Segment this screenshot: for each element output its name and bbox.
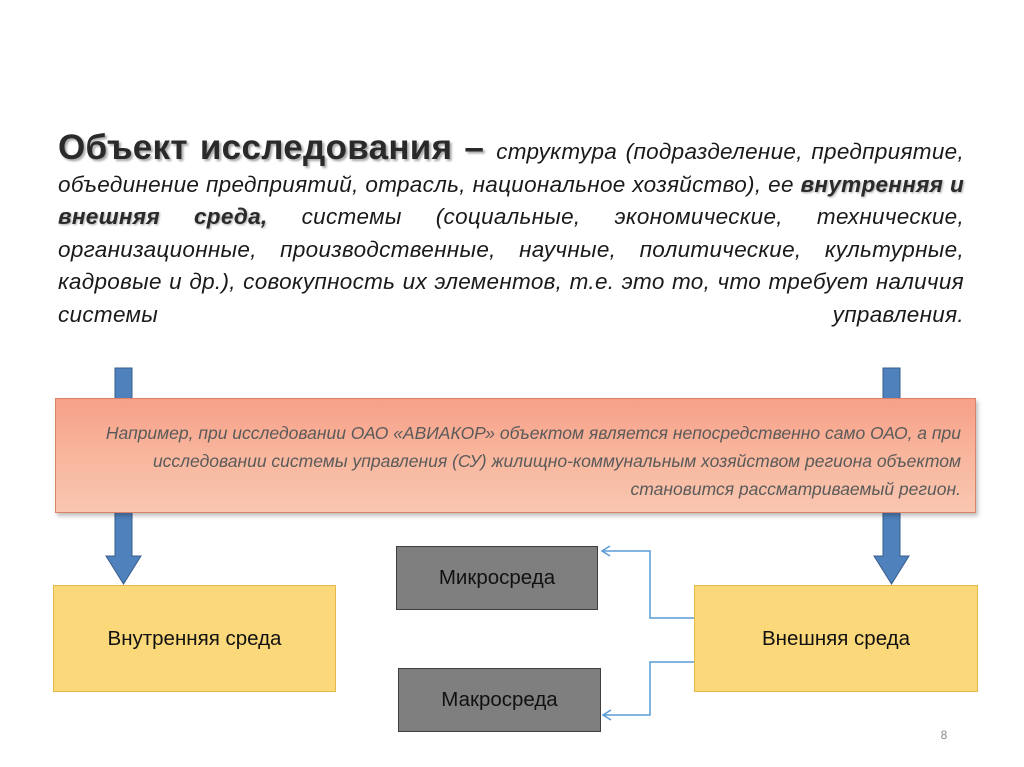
definition-term: Объект исследования xyxy=(58,128,453,167)
external-environment-label: Внешняя среда xyxy=(761,626,911,650)
example-box: Например, при исследовании ОАО «АВИАКОР»… xyxy=(55,398,976,513)
macro-environment-box: Макросреда xyxy=(398,668,601,732)
external-environment-box: Внешняя среда xyxy=(694,585,978,692)
definition-dash: – xyxy=(452,128,497,167)
internal-environment-label: Внутренняя среда xyxy=(107,626,282,650)
definition-paragraph: Объект исследования – структура (подразд… xyxy=(58,130,964,331)
micro-connector-arrowhead xyxy=(600,545,611,557)
macro-connector xyxy=(603,661,694,716)
definition-part2: системы (социальные, экономические, техн… xyxy=(58,204,964,327)
macro-environment-label: Макросреда xyxy=(441,688,558,711)
example-text: Например, при исследовании ОАО «АВИАКОР»… xyxy=(105,423,961,499)
definition-emphasis: внутренняя и внешняя среда, xyxy=(58,171,964,230)
micro-environment-box: Микросреда xyxy=(396,546,598,610)
internal-environment-box: Внутренняя среда xyxy=(53,585,336,692)
definition-part1: структура (подразделение, предприятие, о… xyxy=(58,139,964,197)
macro-connector-arrowhead xyxy=(601,709,612,721)
micro-environment-label: Микросреда xyxy=(438,566,556,589)
page-number: 8 xyxy=(940,728,948,742)
micro-connector xyxy=(602,550,694,619)
